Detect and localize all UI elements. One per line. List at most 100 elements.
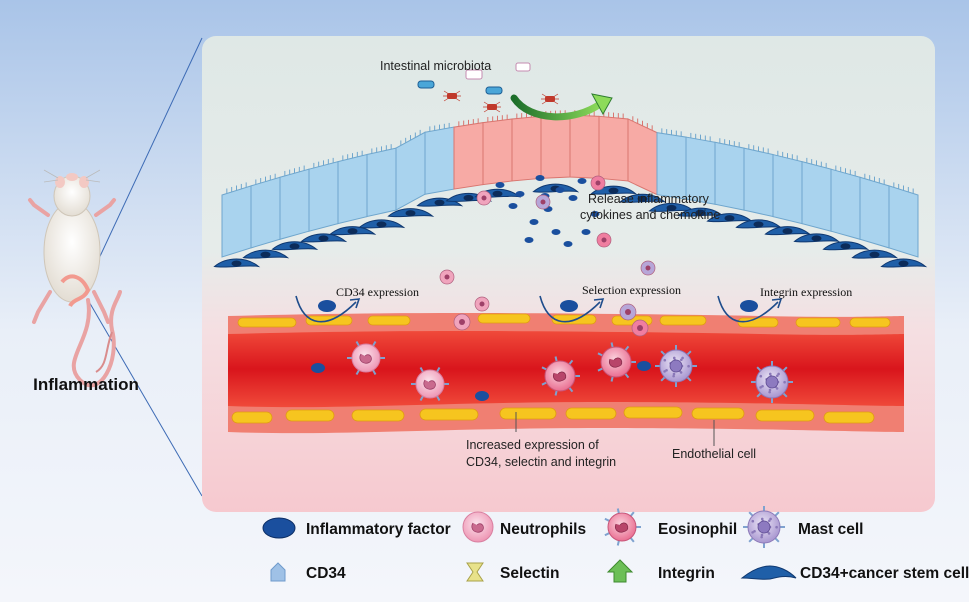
inflammatory-factor bbox=[535, 175, 545, 181]
eosinophil bbox=[541, 356, 580, 396]
release-arrow bbox=[510, 94, 604, 121]
inflammatory-factor bbox=[311, 363, 325, 373]
inflammatory-factor bbox=[560, 300, 578, 312]
endothelial-cell bbox=[795, 317, 841, 328]
endothelial-cell bbox=[285, 409, 335, 422]
bacterium-rod bbox=[515, 62, 531, 72]
epithelial-cell bbox=[424, 126, 455, 195]
epithelial-cell bbox=[569, 114, 600, 179]
epithelial-cell bbox=[598, 115, 629, 182]
zoom-line-top bbox=[87, 37, 203, 283]
legend-selectin: Selectin bbox=[500, 565, 559, 582]
expression-arrows bbox=[295, 295, 783, 323]
legend-cd34-stem-cells: CD34+cancer stem cells bbox=[800, 565, 969, 582]
legend-integrin-icon bbox=[606, 559, 634, 583]
legend-neutrophils: Neutrophils bbox=[500, 521, 586, 538]
cd34-expression-label: CD34 expression bbox=[336, 285, 419, 299]
bacterium-flagellated bbox=[483, 101, 501, 113]
eosinophil bbox=[597, 342, 636, 382]
microbiota-label: Intestinal microbiota bbox=[380, 59, 491, 73]
blood-cells bbox=[311, 303, 793, 403]
epithelial-cell bbox=[888, 185, 919, 258]
legend-eosinophil-icon bbox=[604, 508, 641, 546]
epithelial-cell bbox=[859, 176, 890, 249]
legend-stem-cell-icon bbox=[740, 565, 797, 580]
inflammatory-factor bbox=[318, 300, 336, 312]
epithelial-cell bbox=[714, 141, 745, 211]
inflammatory-factor bbox=[740, 300, 758, 312]
legend-selectin-icon bbox=[466, 562, 484, 582]
epithelial-cell bbox=[830, 168, 861, 240]
rat-icon bbox=[28, 169, 122, 388]
epithelial-cell bbox=[772, 153, 803, 225]
bacterium-rod bbox=[485, 86, 503, 95]
legend-inflammatory-factor: Inflammatory factor bbox=[306, 521, 451, 538]
bacterium-rod bbox=[417, 80, 435, 89]
epithelial-cell bbox=[453, 122, 484, 190]
epithelial-cell bbox=[743, 147, 774, 218]
inflammatory-factor bbox=[590, 211, 600, 217]
released-cytokines bbox=[439, 175, 656, 312]
endothelial-cell bbox=[823, 411, 875, 424]
release-arrow-head bbox=[591, 93, 613, 116]
epithelial-cell bbox=[801, 160, 832, 232]
inflammatory-factor bbox=[555, 187, 565, 193]
intestinal-microbiota bbox=[417, 62, 613, 121]
inflammatory-factor bbox=[577, 178, 587, 184]
inflammatory-factor bbox=[508, 203, 518, 209]
expression-arrow bbox=[539, 295, 601, 323]
increased-label-line2: CD34, selectin and integrin bbox=[466, 455, 616, 469]
legend-mast-cell-icon bbox=[743, 506, 785, 548]
epithelial-cell bbox=[366, 147, 397, 218]
epithelial-cell bbox=[279, 168, 310, 240]
increased-label-line1: Increased expression of bbox=[466, 438, 599, 452]
inflammatory-factor bbox=[637, 361, 651, 371]
endothelial-cell bbox=[231, 411, 273, 424]
inflammatory-factor bbox=[524, 237, 534, 243]
endothelial-label: Endothelial cell bbox=[672, 447, 756, 461]
endothelial-cell bbox=[565, 407, 617, 420]
legend-cd34-icon bbox=[270, 562, 286, 582]
endothelial-cell bbox=[849, 317, 891, 328]
release-label-line2: cytokines and chemokine bbox=[580, 208, 720, 222]
endothelial-cell bbox=[477, 313, 531, 324]
inflammation-label: Inflammation bbox=[33, 375, 139, 394]
legend-integrin: Integrin bbox=[658, 565, 715, 582]
inflammatory-factor bbox=[551, 229, 561, 235]
endothelial-cell bbox=[367, 315, 411, 326]
legend-inflammatory-factor-icon bbox=[262, 517, 296, 539]
endothelial-cell bbox=[623, 406, 683, 419]
inflammatory-factor bbox=[581, 229, 591, 235]
inflammatory-factor bbox=[563, 241, 573, 247]
release-label-line1: Release inflammatory bbox=[588, 192, 710, 206]
expression-arrow bbox=[717, 295, 779, 323]
inflammatory-factor bbox=[515, 191, 525, 197]
endothelial-cell bbox=[659, 315, 707, 326]
endothelial-cell bbox=[351, 409, 405, 422]
epithelial-cell bbox=[540, 114, 571, 179]
expression-arrow bbox=[295, 295, 357, 323]
epithelial-cell bbox=[337, 153, 368, 225]
endothelial-cell bbox=[691, 407, 745, 420]
legend-cd34: CD34 bbox=[306, 565, 346, 582]
endothelial-cells bbox=[231, 313, 891, 424]
intestinal-epithelium bbox=[213, 110, 928, 268]
endothelial-cell bbox=[499, 407, 557, 420]
inflammatory-factor bbox=[529, 219, 539, 225]
endothelial-cell bbox=[237, 317, 297, 328]
neutrophil bbox=[347, 341, 385, 375]
inflammatory-factor bbox=[495, 182, 505, 188]
inflammatory-factor bbox=[475, 391, 489, 401]
mast-cell bbox=[751, 361, 793, 403]
legend: Inflammatory factor Neutrophils Eosinoph… bbox=[262, 506, 969, 583]
bacterium-rod bbox=[465, 69, 483, 80]
zoom-line-bottom bbox=[87, 299, 203, 497]
bacterium-flagellated bbox=[541, 93, 559, 105]
mast-cell bbox=[655, 345, 697, 387]
endothelial-cell bbox=[419, 408, 479, 421]
epithelial-cell bbox=[221, 185, 252, 258]
bacterium-flagellated bbox=[443, 90, 461, 102]
epithelial-cell bbox=[656, 132, 687, 200]
epithelial-cell bbox=[250, 176, 281, 249]
